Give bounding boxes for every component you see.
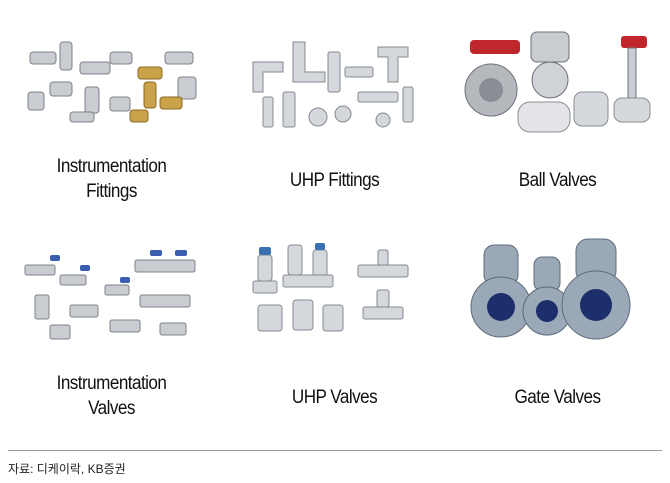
uhp-valves-image xyxy=(233,235,436,355)
product-label: UHP Valves xyxy=(291,387,378,408)
product-grid: Instrumentation Fittings xyxy=(0,0,669,445)
product-label: Instrumentation Valves xyxy=(56,373,167,419)
product-label: Ball Valves xyxy=(518,170,597,191)
product-label: UHP Fittings xyxy=(289,170,380,191)
product-card-gate-valves: Gate Valves xyxy=(446,225,669,445)
product-label: Instrumentation Fittings xyxy=(56,156,167,202)
ball-valves-image xyxy=(456,22,659,142)
product-card-ball-valves: Ball Valves xyxy=(446,0,669,220)
divider xyxy=(8,450,662,451)
uhp-fittings-image xyxy=(233,22,436,142)
product-card-uhp-fittings: UHP Fittings xyxy=(223,0,446,220)
product-label: Gate Valves xyxy=(514,387,601,408)
gate-valves-image xyxy=(456,235,659,355)
product-card-uhp-valves: UHP Valves xyxy=(223,225,446,445)
product-card-instrumentation-fittings: Instrumentation Fittings xyxy=(0,0,223,220)
source-note: 자료: 디케이락, KB증권 xyxy=(8,462,126,476)
instrumentation-fittings-image xyxy=(10,22,213,142)
instrumentation-valves-image xyxy=(10,235,213,355)
product-card-instrumentation-valves: Instrumentation Valves xyxy=(0,225,223,445)
